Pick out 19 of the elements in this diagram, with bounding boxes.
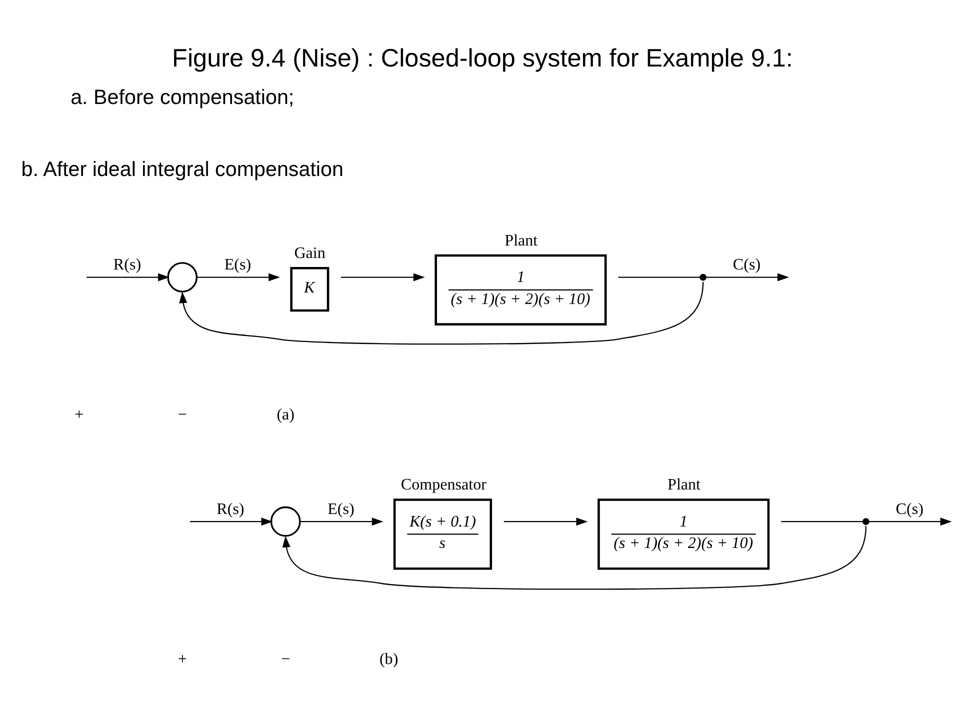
- edge-label: C(s): [732, 256, 760, 273]
- label: (a): [276, 406, 294, 424]
- label: −: [280, 650, 290, 668]
- diagram-title: Figure 9.4 (Nise) : Closed-loop system for Example 9.1:: [172, 44, 792, 72]
- node-label: Compensator: [400, 476, 486, 494]
- label: −: [177, 406, 186, 424]
- node-label: Plant: [504, 232, 538, 249]
- edge-label: C(s): [895, 500, 923, 518]
- edge-label: E(s): [327, 500, 354, 518]
- node-label: Plant: [667, 476, 700, 494]
- label: (b): [378, 650, 398, 668]
- edge-label: R(s): [112, 256, 141, 273]
- label: +: [74, 406, 84, 424]
- label: b. After ideal integral compensation: [20, 158, 343, 181]
- label: a. Before compensation;: [70, 85, 294, 108]
- edge-label: E(s): [224, 256, 251, 273]
- node-label: Gain: [294, 244, 325, 262]
- edge-label: R(s): [216, 500, 244, 518]
- label: +: [177, 650, 186, 668]
